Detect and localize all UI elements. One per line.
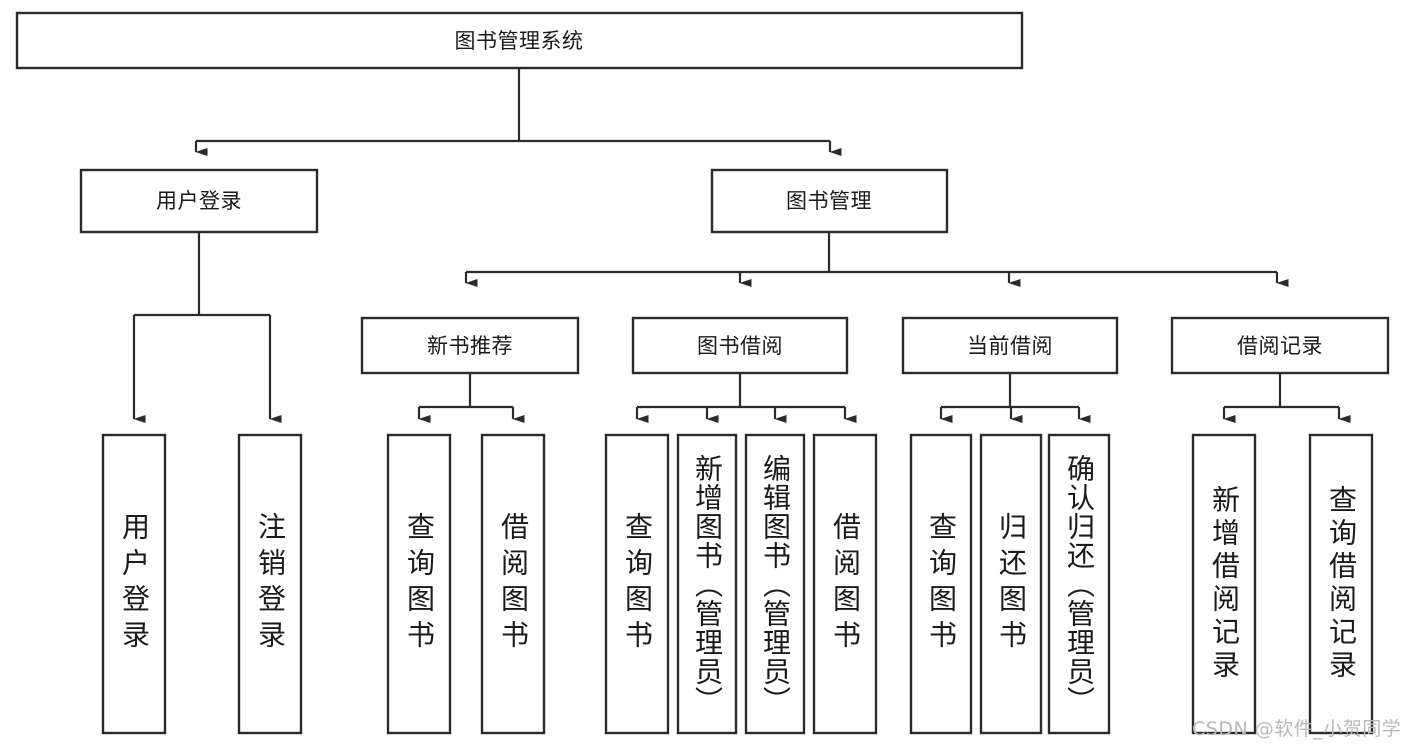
node-new-book-recommend-label: 新书推荐: [427, 334, 513, 358]
node-book-borrow-label: 图书借阅: [697, 334, 783, 358]
leaf-box-new-book-1[interactable]: [480, 433, 546, 735]
leaf-box-new-book-0[interactable]: [386, 433, 452, 735]
node-user-login-label: 用户登录: [156, 189, 242, 213]
leaf-box-borrow-record-0[interactable]: [1191, 433, 1257, 735]
node-borrow-record[interactable]: 借阅记录: [1170, 316, 1390, 375]
node-current-borrow[interactable]: 当前借阅: [901, 316, 1119, 375]
node-book-management-label: 图书管理: [786, 189, 872, 213]
leaf-box-book-borrow-2[interactable]: [744, 433, 806, 735]
leaf-box-current-borrow-1[interactable]: [979, 433, 1043, 735]
node-new-book-recommend-box: [360, 316, 580, 375]
node-book-management[interactable]: 图书管理: [710, 168, 949, 234]
connector-root-to-level2: [194, 68, 842, 156]
node-book-borrow[interactable]: 图书借阅: [631, 316, 849, 375]
connector-borrow-record-to-leaves: [1222, 373, 1351, 423]
leaf-box-user-login-1[interactable]: [237, 433, 303, 735]
node-root-box: [15, 11, 1024, 70]
connector-book-borrow-to-leaves: [635, 373, 857, 423]
connector-user-login-to-leaves: [132, 232, 282, 423]
connector-book-management-to-level3: [464, 232, 1289, 287]
node-root[interactable]: 图书管理系统: [15, 11, 1024, 70]
leaf-box-book-borrow-0[interactable]: [604, 433, 670, 735]
node-borrow-record-label: 借阅记录: [1237, 334, 1323, 358]
csdn-watermark: CSDN @软件_小贺同学: [1192, 718, 1402, 740]
node-root-label: 图书管理系统: [455, 29, 584, 53]
leaf-box-current-borrow-2[interactable]: [1047, 433, 1111, 735]
node-user-login[interactable]: 用户登录: [79, 168, 319, 234]
connector-current-borrow-to-leaves: [939, 373, 1091, 423]
node-current-borrow-box: [901, 316, 1119, 375]
leaf-box-book-borrow-3[interactable]: [812, 433, 878, 735]
leaf-box-borrow-record-1[interactable]: [1308, 433, 1374, 735]
leaf-box-book-borrow-1[interactable]: [676, 433, 738, 735]
node-user-login-box: [79, 168, 319, 234]
leaf-box-user-login-0[interactable]: [101, 433, 167, 735]
leaf-box-current-borrow-0[interactable]: [909, 433, 973, 735]
connector-new-book-recommend-to-leaves: [417, 373, 525, 423]
node-new-book-recommend[interactable]: 新书推荐: [360, 316, 580, 375]
node-current-borrow-label: 当前借阅: [967, 334, 1053, 358]
